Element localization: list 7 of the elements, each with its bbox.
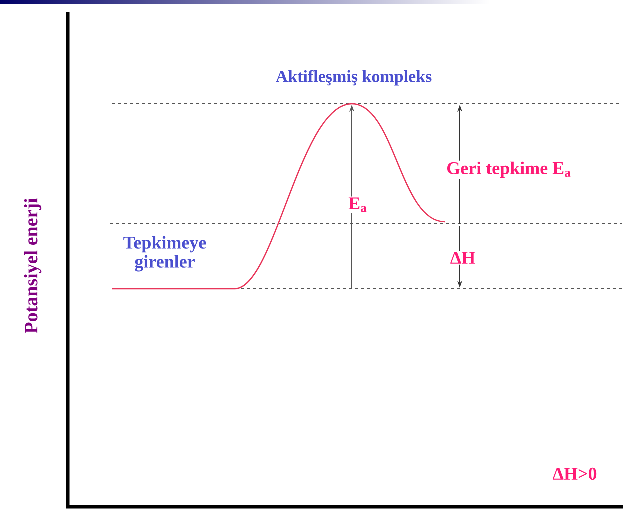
- label: E$_{a}$: [348, 196, 368, 214]
- axis-label: Potansiyel enerji: [23, 197, 43, 335]
- label: Tepkimeye girenler: [109, 235, 221, 273]
- label: ΔH>0: [552, 466, 598, 482]
- label: ΔH: [449, 251, 477, 265]
- label: Aktifleşmiş kompleks: [274, 69, 434, 87]
- label: Geri tepkime E$_{a}$: [446, 160, 572, 180]
